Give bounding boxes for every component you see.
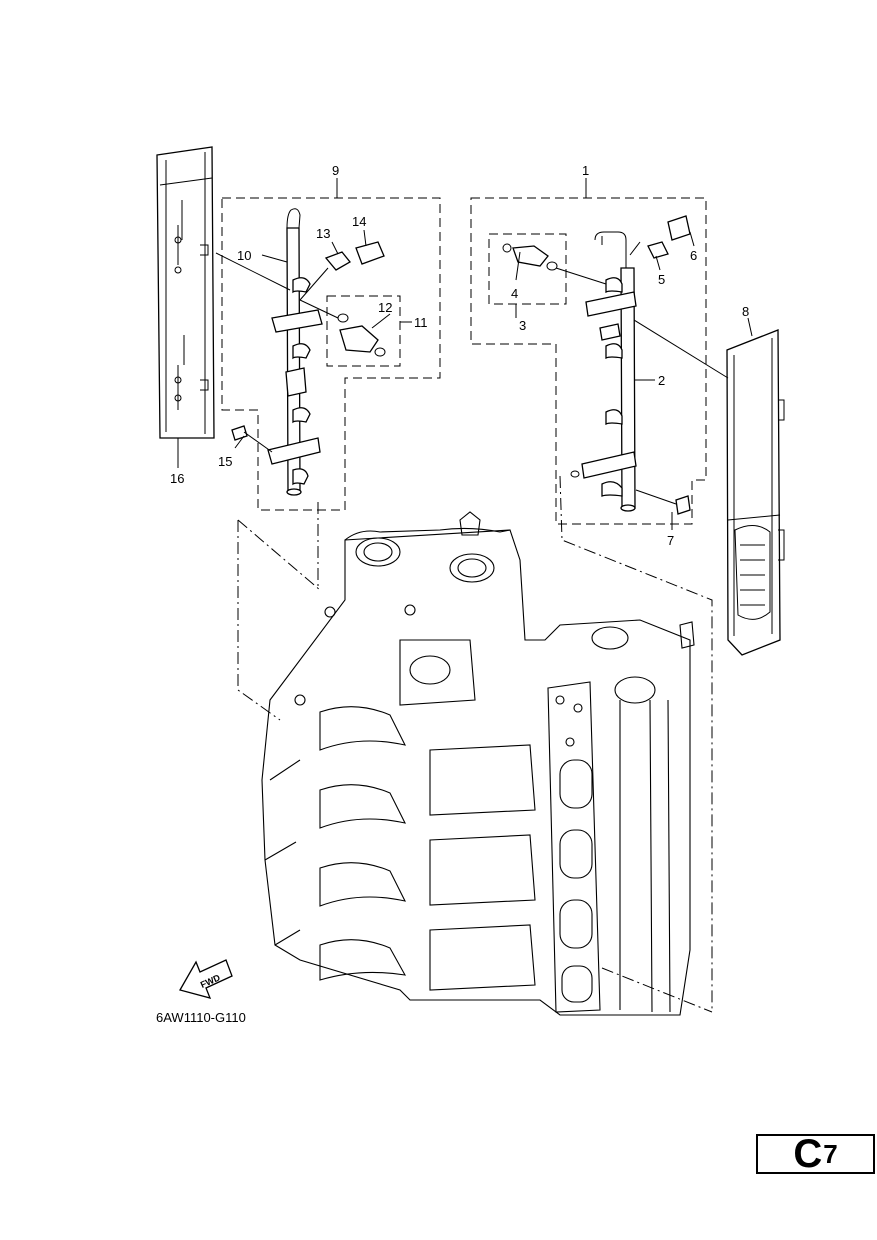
callout-7: 7	[667, 533, 674, 548]
callout-16: 16	[170, 471, 184, 486]
fuel-rail-assy-left-part-9	[221, 197, 441, 511]
callout-2: 2	[658, 373, 665, 388]
callout-5: 5	[658, 272, 665, 287]
right-cover-part-8	[726, 329, 785, 656]
callout-10: 10	[237, 248, 251, 263]
fuel-rail-assy-right-part-1	[470, 197, 707, 525]
fwd-arrow: FWD	[179, 959, 233, 999]
callout-15: 15	[218, 454, 232, 469]
callout-12: 12	[378, 300, 392, 315]
page-ref-number: 7	[823, 1139, 838, 1169]
callout-3: 3	[519, 318, 526, 333]
callout-labels: 1 2 3 4 5 6 7 8 9 10 11 12 13 14 15 16	[170, 163, 749, 548]
callout-13: 13	[316, 226, 330, 241]
drawing-code: 6AW1110-G110	[156, 1010, 246, 1025]
callout-1: 1	[582, 163, 589, 178]
callout-11: 11	[414, 315, 428, 330]
callout-14: 14	[352, 214, 366, 229]
callout-4: 4	[511, 286, 518, 301]
engine-block	[261, 511, 695, 1016]
left-cover-part-16	[156, 146, 215, 439]
callout-9: 9	[332, 163, 339, 178]
page-reference-box: C 7	[756, 1134, 875, 1174]
page-ref-letter: C	[793, 1132, 823, 1176]
callout-8: 8	[742, 304, 749, 319]
callout-6: 6	[690, 248, 697, 263]
leader-lines	[177, 178, 753, 1013]
